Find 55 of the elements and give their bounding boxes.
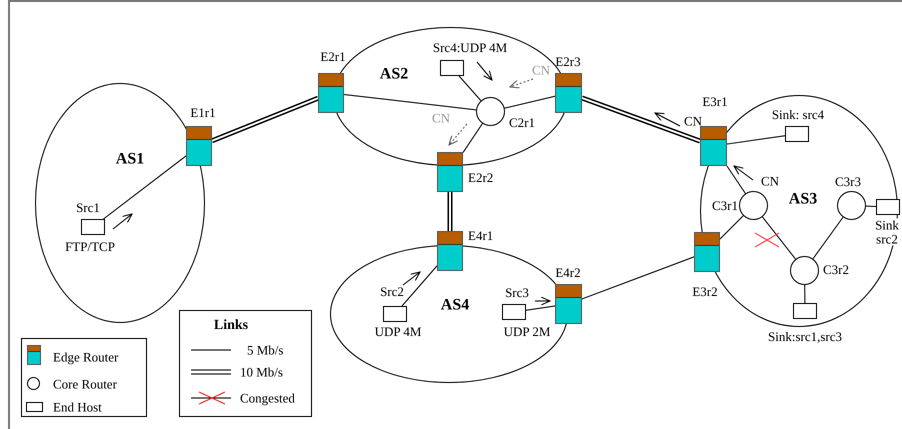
link-line — [726, 135, 786, 145]
link-line — [102, 155, 186, 220]
router-label: E3r2 — [692, 285, 718, 299]
double-link-line — [581, 96, 701, 144]
router-label: E2r3 — [555, 55, 581, 69]
router-label: C3r2 — [823, 263, 849, 277]
link-line — [401, 265, 438, 306]
host-label: Src4:UDP 4M — [432, 41, 508, 55]
link-line — [344, 94, 477, 110]
host-label: Src2 — [380, 285, 404, 299]
double-link-line — [211, 96, 319, 144]
router-label: E4r2 — [555, 266, 581, 280]
cn-label: CN — [532, 64, 550, 76]
cn-label: CN — [432, 112, 450, 124]
legend-text: 5 Mb/s — [247, 344, 284, 356]
link-line — [866, 206, 876, 207]
link-line — [582, 256, 694, 300]
cn-label: CN — [684, 114, 702, 128]
host-label: Sink: src4 — [772, 108, 824, 122]
host-label: Src3 — [505, 286, 529, 300]
link-line — [812, 216, 844, 260]
router-label: E2r2 — [468, 171, 494, 185]
host-label: Sink src2 — [873, 218, 901, 246]
cn-label: CN — [760, 174, 780, 188]
legend-text: Core Router — [53, 378, 117, 390]
legend-text: End Host — [53, 400, 102, 414]
host-label: UDP 2M — [504, 325, 550, 339]
legend-text: 10 Mb/s — [240, 366, 283, 378]
link-line — [804, 284, 806, 304]
as-label: AS4 — [440, 298, 470, 314]
router-label: E1r1 — [190, 106, 216, 120]
link-line — [462, 123, 483, 154]
legend-text: Edge Router — [53, 350, 118, 364]
router-label: E4r1 — [468, 229, 494, 243]
host-label: Sink:src1,src3 — [768, 330, 842, 344]
router-label: C3r1 — [712, 199, 738, 213]
link-line — [726, 166, 746, 194]
as-label: AS2 — [380, 66, 408, 84]
host-label: FTP/TCP — [65, 240, 115, 254]
host-label: Src1 — [76, 201, 100, 215]
link-line — [458, 76, 482, 102]
router-label: C2r1 — [509, 116, 535, 130]
link-line — [762, 216, 796, 260]
host-label: UDP 4M — [374, 325, 422, 339]
double-link-line — [448, 192, 452, 231]
link-line — [720, 215, 744, 240]
legend-text: Congested — [240, 392, 295, 404]
link-line — [504, 96, 556, 109]
as-label: AS3 — [788, 192, 818, 208]
legend-title: Links — [214, 319, 248, 333]
router-label: E3r1 — [702, 95, 728, 109]
router-label: C3r3 — [835, 175, 861, 189]
link-line — [526, 305, 556, 311]
as-label: AS1 — [116, 152, 144, 168]
router-label: E2r1 — [320, 50, 346, 64]
